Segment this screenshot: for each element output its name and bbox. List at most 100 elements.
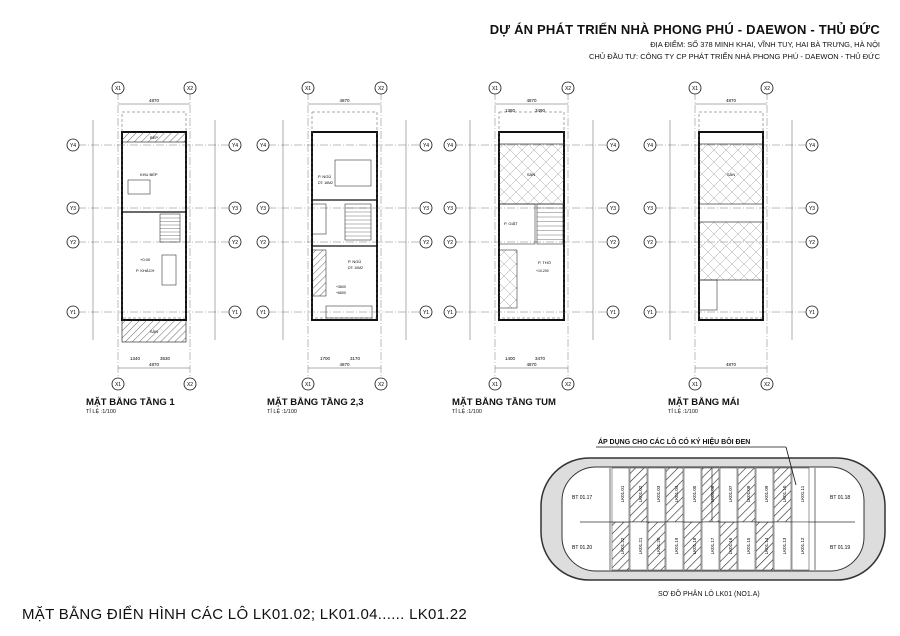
dim-width-top: 4870 — [526, 98, 537, 103]
front-yard-hatch — [121, 131, 187, 143]
site-lots: LK01.01LK01.22LK01.02LK01.21LK01.03LK01.… — [611, 467, 810, 571]
grid-x1-label: X1 — [115, 86, 121, 92]
lot-lk01-14 — [755, 521, 774, 571]
balcony — [325, 305, 373, 319]
sofa — [161, 254, 177, 286]
site-caption: SƠ ĐỒ PHÂN LÔ LK01 (NO1.A) — [658, 591, 760, 598]
roof-tile — [698, 221, 764, 281]
grid-y-right-label: Y4 — [232, 143, 238, 149]
grid-x2-label: X2 — [187, 86, 193, 92]
dim-text: 3470 — [535, 356, 546, 361]
grid-y-left-bubble — [443, 138, 457, 152]
grid-y-left-label: Y2 — [647, 240, 653, 246]
grid-y-left-label: Y2 — [447, 240, 453, 246]
grid-y-left-bubble — [643, 305, 657, 319]
room-label: P. KHÁCH — [136, 268, 154, 273]
title-block: DỰ ÁN PHÁT TRIỂN NHÀ PHONG PHÚ - DAEWON … — [490, 22, 880, 61]
plan-title-floor1: MẶT BẰNG TẦNG 1 — [86, 397, 175, 408]
grid-x2-label: X2 — [764, 86, 770, 92]
plan-scale-floor23: TỈ LỆ :1/100 — [267, 409, 297, 415]
lot-lk01-03-label: LK01.03 — [656, 485, 661, 502]
grid-x1-label: X1 — [305, 86, 311, 92]
terrace-tile — [498, 143, 565, 205]
lot-lk01-21-label: LK01.21 — [638, 537, 643, 554]
grid-x2-bubble — [374, 377, 388, 391]
dim-text: 1700 — [320, 356, 331, 361]
level-mark: +10.200 — [536, 269, 549, 273]
grid-y-right-label: Y4 — [423, 143, 429, 149]
grid-y-left-label: Y4 — [647, 143, 653, 149]
project-investor: CHỦ ĐẦU TƯ: CÔNG TY CP PHÁT TRIỂN NHÀ PH… — [588, 52, 880, 61]
lot-lk01-17-label: LK01.17 — [710, 537, 715, 554]
lot-bt-20: BT 01.20 — [572, 545, 592, 551]
grid-y-left-bubble — [66, 235, 80, 249]
grid-y-left-bubble — [643, 138, 657, 152]
project-location: ĐỊA ĐIỂM: SỐ 378 MINH KHAI, VĨNH TUY, HA… — [650, 40, 880, 49]
lot-lk01-08-label: LK01.08 — [746, 485, 751, 502]
room-label: SÂN — [727, 172, 735, 177]
lot-lk01-16-label: LK01.16 — [728, 537, 733, 554]
grid-y-right-bubble — [228, 201, 242, 215]
room-label: P. NGỦ — [318, 174, 331, 179]
grid-y-right-bubble — [606, 235, 620, 249]
grid-y-left-label: Y4 — [70, 143, 76, 149]
rear-yard-hatch — [121, 319, 187, 343]
plan-title-roof: MẶT BẰNG MÁI — [668, 397, 740, 408]
lot-lk01-19 — [665, 521, 684, 571]
grid-x2-label: X2 — [565, 86, 571, 92]
plan-title-tum: MẶT BẰNG TẦNG TUM — [452, 397, 556, 408]
dim-width-top: 4870 — [149, 98, 160, 103]
dim-text: 3170 — [350, 356, 361, 361]
grid-y-left-label: Y2 — [70, 240, 76, 246]
stair — [344, 203, 372, 241]
grid-x2-label: X2 — [378, 382, 384, 388]
grid-y-right-bubble — [606, 201, 620, 215]
lot-boundary — [698, 111, 764, 319]
grid-y-right-bubble — [419, 138, 433, 152]
grid-y-right-bubble — [606, 138, 620, 152]
grid-x2-bubble — [183, 81, 197, 95]
grid-y-left-bubble — [443, 305, 457, 319]
lot-lk01-20 — [647, 521, 666, 571]
room-label: BẾP — [150, 135, 158, 140]
grid-y-left-label: Y3 — [647, 206, 653, 212]
project-title: DỰ ÁN PHÁT TRIỂN NHÀ PHONG PHÚ - DAEWON … — [489, 22, 880, 37]
dim-width-bottom: 4870 — [149, 362, 160, 367]
grid-x1-label: X1 — [692, 86, 698, 92]
plan-title-floor23: MẶT BẰNG TẦNG 2,3 — [267, 397, 364, 408]
grid-x1-bubble — [488, 377, 502, 391]
grid-y-right-bubble — [228, 305, 242, 319]
dim-text: 1340 — [130, 356, 141, 361]
grid-x2-bubble — [374, 81, 388, 95]
grid-x1-bubble — [111, 81, 125, 95]
lot-lk01-16 — [719, 521, 738, 571]
dim-width-top: 4870 — [726, 98, 737, 103]
lot-lk01-10-label: LK01.10 — [782, 485, 787, 502]
dining-table — [127, 179, 151, 195]
lot-lk01-22-label: LK01.22 — [620, 537, 625, 554]
grid-y-right-label: Y3 — [809, 206, 815, 212]
grid-y-right-bubble — [419, 235, 433, 249]
grid-y-left-bubble — [643, 201, 657, 215]
grid-y-right-label: Y2 — [610, 240, 616, 246]
grid-x1-bubble — [111, 377, 125, 391]
grid-x2-bubble — [760, 377, 774, 391]
lot-lk01-01-label: LK01.01 — [620, 485, 625, 502]
lot-lk01-11-label: LK01.11 — [800, 485, 805, 502]
grid-y-left-bubble — [66, 201, 80, 215]
lot-boundary — [498, 111, 565, 319]
grid-x1-label: X1 — [305, 382, 311, 388]
grid-y-right-bubble — [228, 138, 242, 152]
grid-y-right-label: Y3 — [423, 206, 429, 212]
roof-terrace — [698, 143, 764, 205]
grid-y-right-label: Y3 — [232, 206, 238, 212]
grid-x1-label: X1 — [492, 86, 498, 92]
lot-lk01-17 — [701, 521, 720, 571]
grid-y-right-bubble — [805, 305, 819, 319]
grid-y-right-bubble — [419, 305, 433, 319]
